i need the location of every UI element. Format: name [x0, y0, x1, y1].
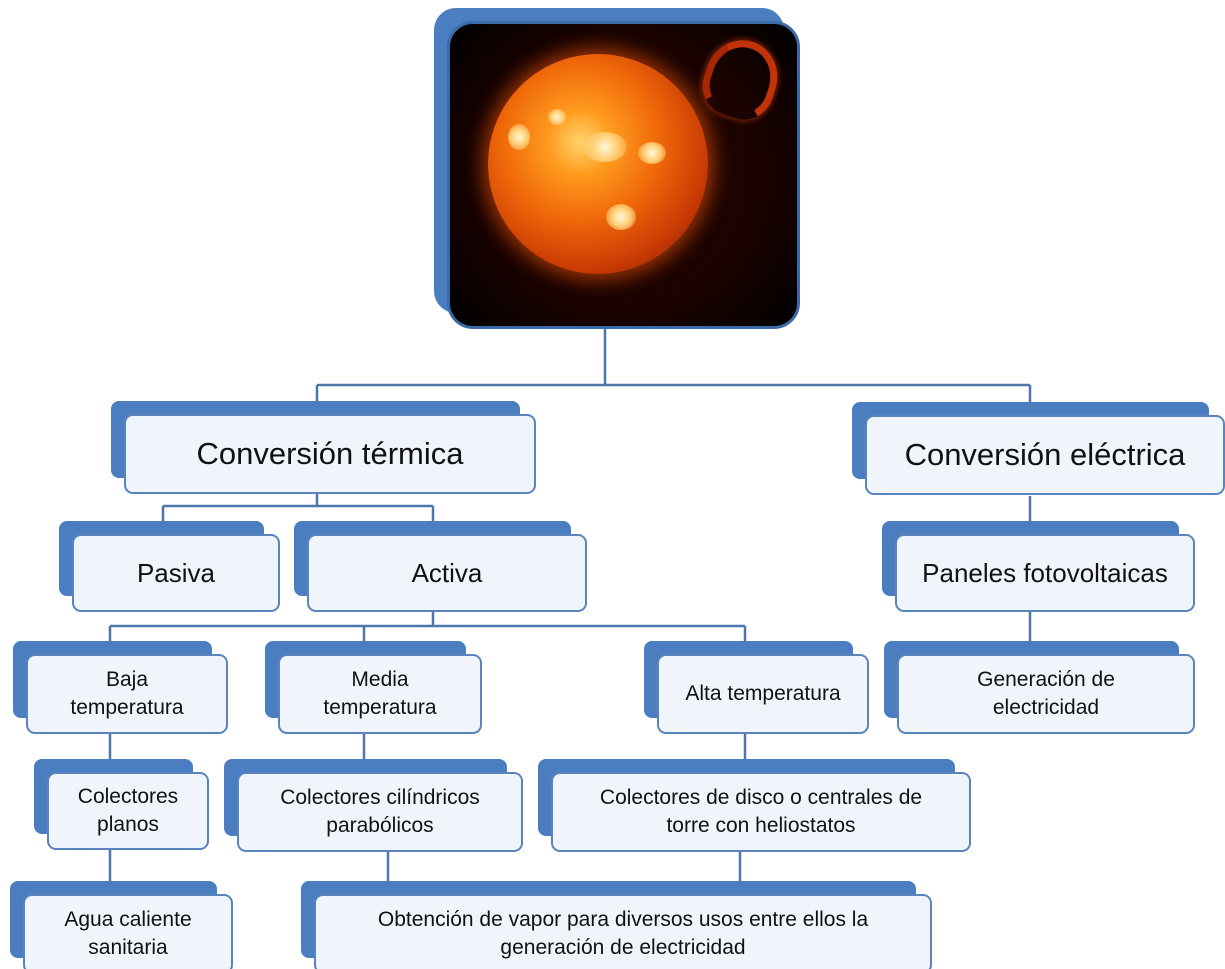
- node-thermal-conversion: Conversión térmica: [111, 401, 536, 494]
- box-face: Paneles fotovoltaicas: [895, 534, 1195, 612]
- node-label: Paneles fotovoltaicas: [922, 557, 1168, 588]
- node-label: Agua caliente sanitaria: [64, 908, 192, 959]
- sun-image: [434, 8, 800, 329]
- node-label: Baja temperatura: [70, 668, 184, 719]
- box-face: Generación de electricidad: [897, 654, 1195, 734]
- box-face: Colectores de disco o centrales de torre…: [551, 772, 971, 852]
- node-flat-collectors: Colectores planos: [34, 759, 209, 850]
- sun-bright-spot: [548, 109, 566, 125]
- node-medium-temp: Media temperatura: [265, 641, 482, 734]
- box-face: Agua caliente sanitaria: [23, 894, 233, 969]
- box-face: Colectores cilíndricos parabólicos: [237, 772, 523, 852]
- node-label: Colectores de disco o centrales de torre…: [599, 786, 923, 837]
- node-label: Generación de electricidad: [977, 668, 1115, 719]
- node-label: Media temperatura: [323, 668, 437, 719]
- box-face: Alta temperatura: [657, 654, 869, 734]
- node-label: Conversión térmica: [196, 436, 464, 471]
- box-face: Conversión térmica: [124, 414, 536, 494]
- node-high-temp: Alta temperatura: [644, 641, 869, 734]
- node-label: Conversión eléctrica: [904, 437, 1186, 472]
- node-parabolic-collectors: Colectores cilíndricos parabólicos: [224, 759, 523, 852]
- node-label: Alta temperatura: [685, 682, 841, 705]
- box-face: Media temperatura: [278, 654, 482, 734]
- box-face: Pasiva: [72, 534, 280, 612]
- node-label: Colectores planos: [77, 785, 179, 836]
- box-face: Colectores planos: [47, 772, 209, 850]
- box-face: Conversión eléctrica: [865, 415, 1225, 495]
- node-pv-panels: Paneles fotovoltaicas: [882, 521, 1195, 612]
- node-label: Colectores cilíndricos parabólicos: [280, 786, 480, 837]
- box-face: Baja temperatura: [26, 654, 228, 734]
- node-label: Activa: [411, 557, 483, 588]
- node-steam-uses: Obtención de vapor para diversos usos en…: [301, 881, 932, 969]
- sun-bright-spot: [638, 142, 666, 164]
- node-electricity-generation: Generación de electricidad: [884, 641, 1195, 734]
- node-passive: Pasiva: [59, 521, 280, 612]
- sun-bright-spot: [583, 132, 627, 162]
- node-label: Obtención de vapor para diversos usos en…: [377, 908, 869, 959]
- node-hot-water: Agua caliente sanitaria: [10, 881, 233, 969]
- sun-photo-icon: [447, 21, 800, 329]
- node-active: Activa: [294, 521, 587, 612]
- node-dish-tower-collectors: Colectores de disco o centrales de torre…: [538, 759, 971, 852]
- sun-bright-spot: [606, 204, 636, 230]
- node-low-temp: Baja temperatura: [13, 641, 228, 734]
- node-electric-conversion: Conversión eléctrica: [852, 402, 1225, 495]
- sun-bright-spot: [508, 124, 530, 150]
- box-face: Activa: [307, 534, 587, 612]
- box-face: Obtención de vapor para diversos usos en…: [314, 894, 932, 969]
- solar-flare: [694, 30, 788, 128]
- node-label: Pasiva: [136, 557, 216, 588]
- sun-disc: [488, 54, 708, 274]
